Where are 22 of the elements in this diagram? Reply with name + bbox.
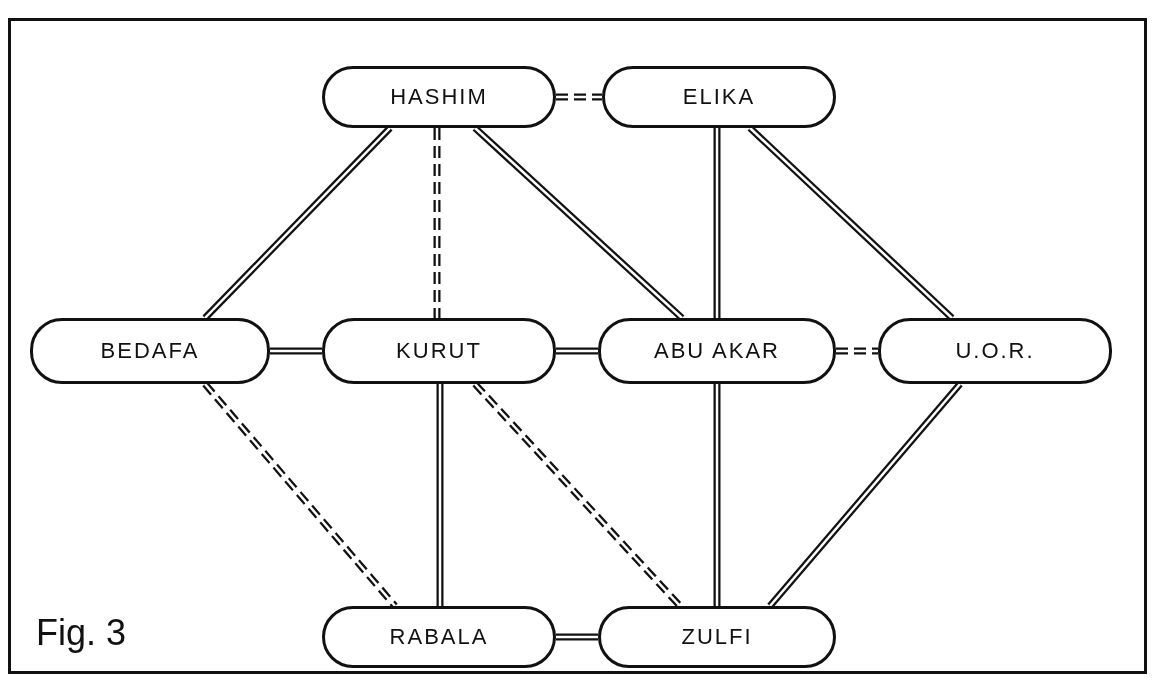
node-label: BEDAFA <box>100 338 200 364</box>
node-label: ABU AKAR <box>653 338 780 364</box>
dashed-double-line <box>836 347 878 355</box>
dashed-double-line <box>556 93 602 101</box>
double-line <box>436 384 444 606</box>
rounded-box <box>322 318 556 384</box>
rounded-box <box>598 318 836 384</box>
node-label: HASHIM <box>390 84 488 110</box>
node-label: RABALA <box>389 624 489 650</box>
rounded-box <box>878 318 1112 384</box>
double-line <box>556 633 598 641</box>
double-line <box>713 384 721 606</box>
dashed-double-line <box>433 128 441 318</box>
figure-label: Fig. 3 <box>36 612 127 654</box>
double-line <box>713 128 721 318</box>
node-label: KURUT <box>396 338 482 364</box>
rounded-box <box>30 318 270 384</box>
node-label: ZULFI <box>681 624 753 650</box>
node-label: ELIKA <box>682 84 756 110</box>
double-line <box>270 347 322 355</box>
double-line <box>556 347 598 355</box>
node-label: U.O.R. <box>955 338 1035 364</box>
